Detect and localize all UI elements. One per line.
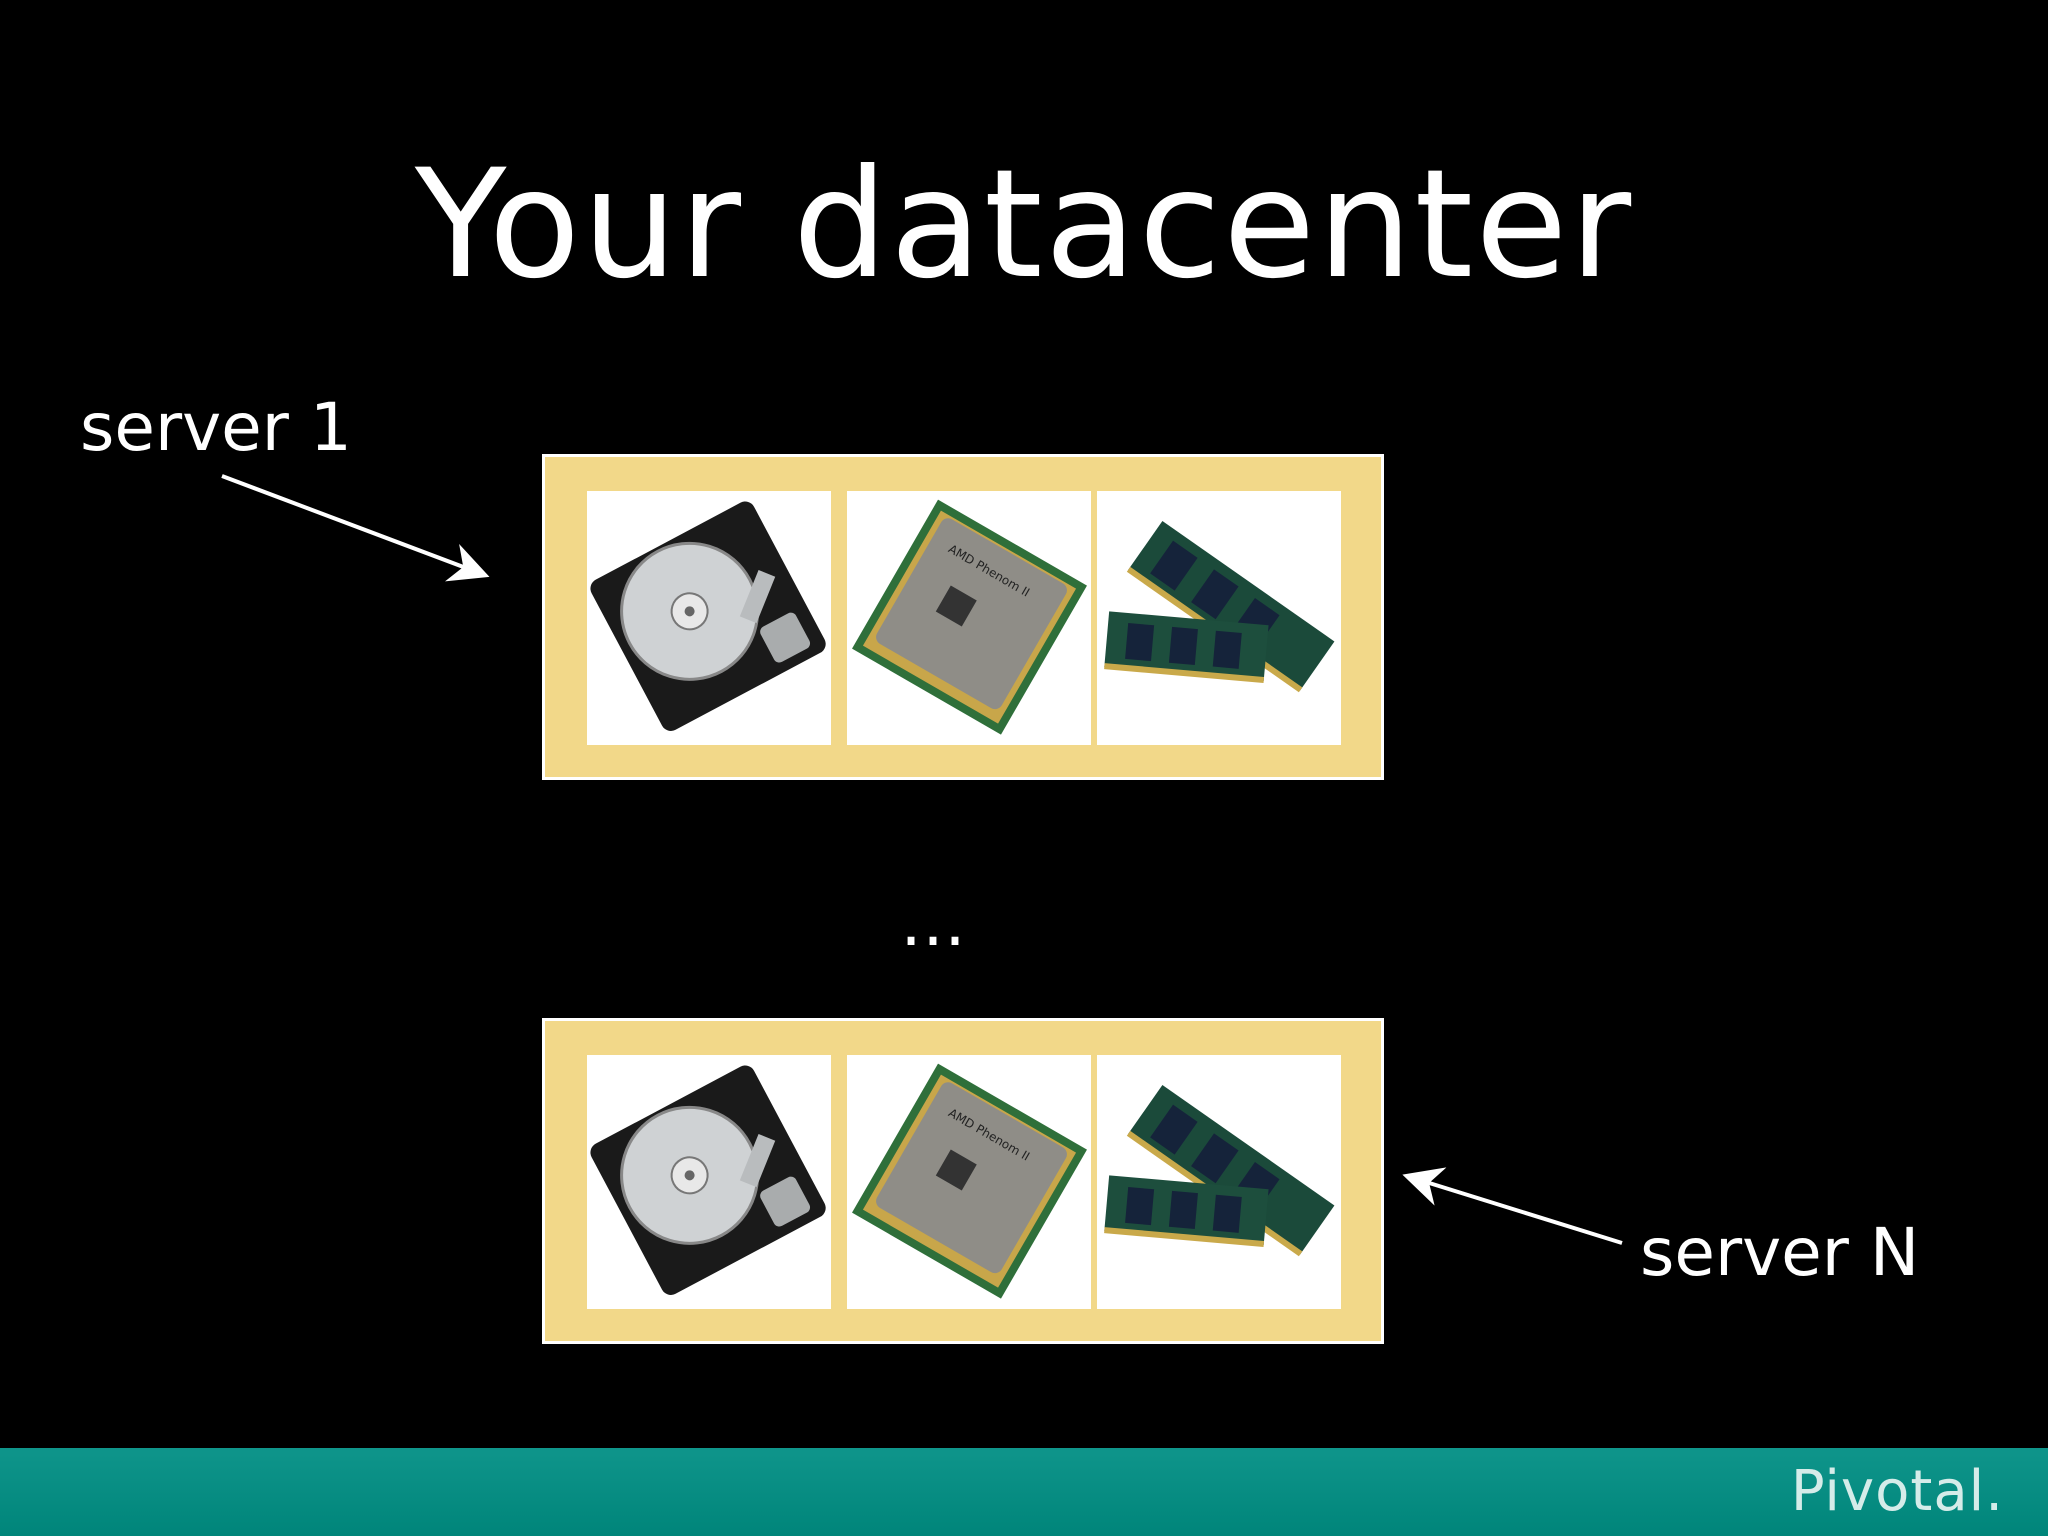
server-1-arrow — [221, 474, 490, 582]
server-1-label: server 1 — [80, 389, 352, 466]
hard-drive-icon — [590, 1065, 826, 1295]
server-n-box: AMD Phenom II — [542, 1018, 1384, 1344]
slide-title: Your datacenter — [414, 138, 1634, 312]
ram-icon — [1104, 1084, 1335, 1257]
ram-image — [1097, 491, 1341, 745]
cpu-icon: AMD Phenom II — [852, 1063, 1087, 1299]
cpu-image: AMD Phenom II — [847, 1055, 1091, 1309]
cpu-image: AMD Phenom II — [847, 491, 1091, 745]
hard-drive-icon — [590, 501, 826, 731]
hard-drive-image — [587, 1055, 831, 1309]
server-n-arrow — [1402, 1167, 1623, 1245]
hard-drive-image — [587, 491, 831, 745]
server-n-label: server N — [1640, 1214, 1920, 1291]
cpu-icon: AMD Phenom II — [852, 499, 1087, 735]
ellipsis: … — [900, 884, 972, 961]
footer-bar: Pivotal. — [0, 1448, 2048, 1536]
pivotal-logo: Pivotal. — [1790, 1459, 2004, 1524]
server-1-box: AMD Phenom II — [542, 454, 1384, 780]
ram-image — [1097, 1055, 1341, 1309]
ram-icon — [1104, 520, 1335, 693]
